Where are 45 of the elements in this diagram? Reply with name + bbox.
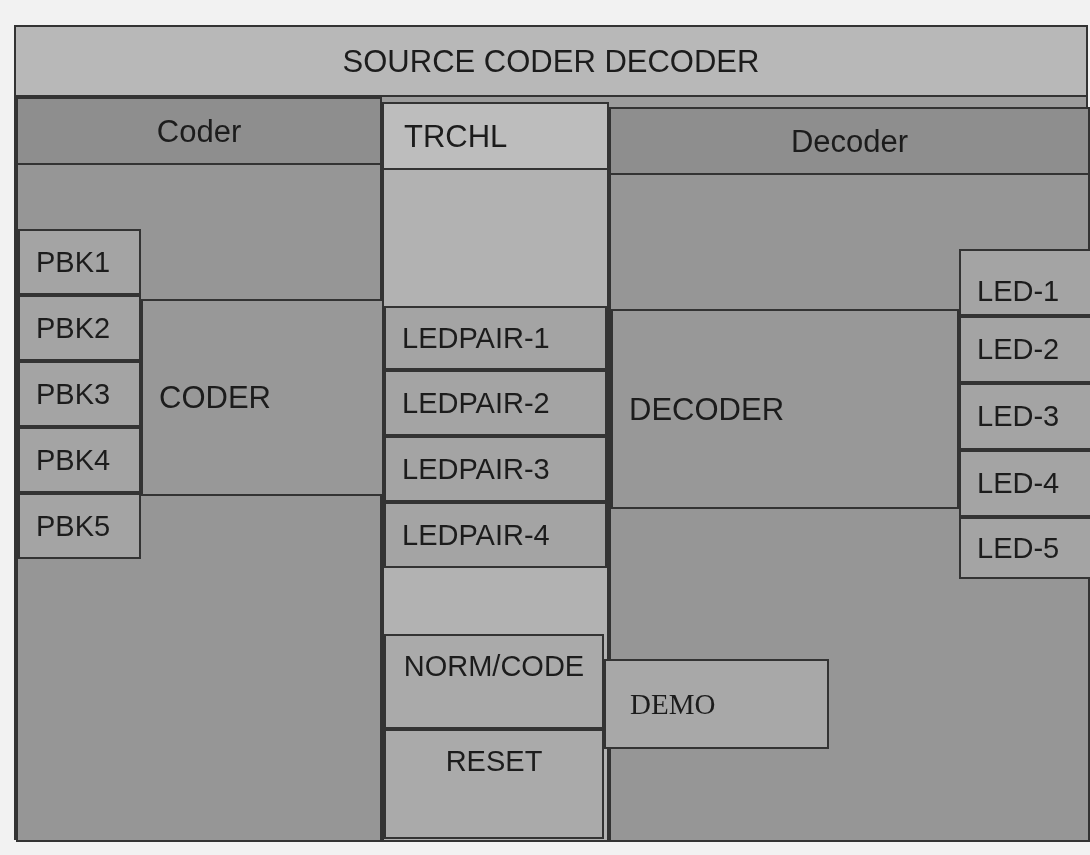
io-box — [18, 229, 141, 295]
node-label: LEDPAIR-1 — [402, 323, 550, 353]
button-box — [384, 634, 604, 729]
io-box — [384, 502, 607, 568]
node-label: LED-4 — [977, 469, 1060, 498]
module-box — [141, 299, 384, 496]
io-box — [18, 361, 141, 427]
panel-column — [382, 102, 609, 842]
node-label: DECODER — [629, 393, 784, 425]
node-label: Decoder — [790, 125, 909, 157]
node-label: PBK3 — [36, 379, 111, 409]
node-label: PBK2 — [36, 313, 111, 343]
button-box — [384, 729, 604, 839]
module-box — [611, 309, 959, 509]
node-label: SOURCE CODER DECODER — [342, 45, 760, 77]
node-label: LED-2 — [977, 335, 1060, 364]
io-box — [384, 436, 607, 502]
node-label: PBK1 — [36, 247, 111, 277]
node-label: DEMO — [630, 689, 716, 719]
io-box — [959, 450, 1090, 517]
node-label: CODER — [159, 382, 271, 413]
io-box — [18, 493, 141, 559]
node-label: LEDPAIR-4 — [402, 520, 550, 550]
io-box — [384, 370, 607, 436]
node-label: Coder — [156, 115, 242, 147]
panel-frame — [14, 25, 1088, 840]
node-label: LED-1 — [977, 277, 1060, 306]
node-label: NORM/CODE — [403, 652, 585, 681]
indicator-box — [959, 249, 1090, 316]
node-label: TRCHL — [404, 120, 508, 152]
node-label: LEDPAIR-3 — [402, 454, 550, 484]
io-box — [959, 316, 1090, 383]
io-box — [384, 306, 607, 370]
io-box — [959, 517, 1090, 579]
node-label: PBK4 — [36, 445, 111, 475]
io-box — [959, 383, 1090, 450]
io-box — [18, 427, 141, 493]
io-box — [18, 295, 141, 361]
node-label: LEDPAIR-2 — [402, 388, 550, 418]
node-label: LED-3 — [977, 402, 1060, 431]
button-box — [604, 659, 829, 749]
node-label: PBK5 — [36, 511, 111, 541]
node-label: RESET — [445, 747, 543, 776]
node-label: LED-5 — [977, 533, 1060, 563]
panel-column — [16, 97, 382, 842]
